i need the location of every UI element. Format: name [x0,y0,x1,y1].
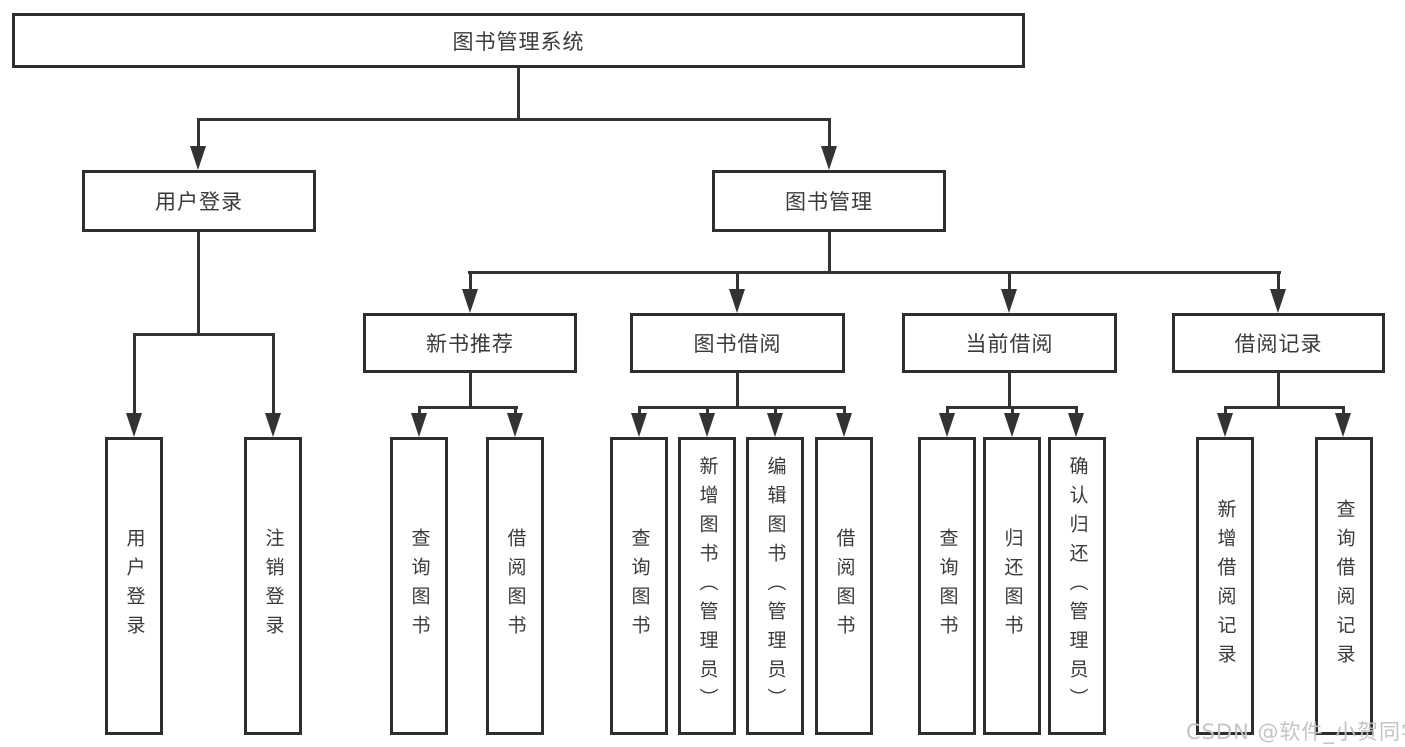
leaf-label: 查询借阅记录 [1333,499,1356,673]
node-library-management-system: 图书管理系统 [12,13,1025,68]
connector-line [736,271,739,293]
leaf-query-borrow-record: 查询借阅记录 [1315,437,1373,735]
connector-line [1224,406,1345,409]
arrowhead-icon [1068,413,1084,437]
connector-line [1008,271,1011,293]
leaf-label: 新增图书（管理员） [696,455,719,717]
leaf-label: 确认归还（管理员） [1066,455,1089,717]
node-label: 图书管理 [785,190,873,214]
leaf-label: 注销登录 [262,528,285,644]
connector-line [197,118,831,121]
connector-line [514,406,517,418]
leaf-label: 新增借阅记录 [1214,499,1237,673]
connector-line [1011,406,1014,418]
arrowhead-icon [939,413,955,437]
leaf-label: 归还图书 [1001,528,1024,644]
arrowhead-icon [1335,413,1351,437]
leaf-return-book: 归还图书 [983,437,1041,735]
connector-line [1277,271,1280,293]
node-user-login: 用户登录 [82,170,316,232]
connector-line [706,406,709,418]
arrowhead-icon [821,146,837,170]
node-label: 图书管理系统 [452,29,585,54]
connector-line [774,406,777,418]
leaf-add-borrow-record: 新增借阅记录 [1196,437,1254,735]
connector-line [1008,373,1011,409]
connector-line [469,271,472,293]
connector-line [1277,373,1280,409]
connector-line [638,406,846,409]
arrowhead-icon [265,413,281,437]
leaf-logout: 注销登录 [244,437,302,735]
leaf-label: 编辑图书（管理员） [764,455,787,717]
connector-line [828,118,831,150]
node-label: 新书推荐 [426,332,514,356]
arrowhead-icon [836,413,852,437]
leaf-query-books-borrow: 查询图书 [610,437,668,735]
arrowhead-icon [462,289,478,313]
arrowhead-icon [190,146,206,170]
connector-line [1224,406,1227,418]
connector-line [517,68,520,121]
connector-line [638,406,641,418]
leaf-label: 查询图书 [408,528,431,644]
leaf-label: 查询图书 [628,528,651,644]
watermark: CSDN @软件_小贺同学 [1186,720,1405,744]
connector-line [133,333,136,415]
node-book-borrowing: 图书借阅 [630,313,845,373]
node-book-management: 图书管理 [712,170,946,232]
connector-line [843,406,846,418]
connector-line [469,373,472,409]
arrowhead-icon [507,413,523,437]
connector-line [418,406,421,418]
node-current-borrowing: 当前借阅 [902,313,1117,373]
connector-line [197,118,200,150]
arrowhead-icon [1004,413,1020,437]
leaf-query-books-recommend: 查询图书 [390,437,448,735]
arrowhead-icon [631,413,647,437]
leaf-add-book-admin: 新增图书（管理员） [678,437,736,735]
leaf-borrow-books-recommend: 借阅图书 [486,437,544,735]
connector-line [828,232,831,274]
node-label: 当前借阅 [965,332,1054,356]
connector-line [468,271,1281,274]
arrowhead-icon [1270,289,1286,313]
arrowhead-icon [1217,413,1233,437]
arrowhead-icon [126,413,142,437]
connector-line [197,232,200,336]
connector-line [736,373,739,409]
leaf-label: 查询图书 [936,528,959,644]
node-label: 借阅记录 [1234,332,1323,356]
arrowhead-icon [699,413,715,437]
leaf-label: 用户登录 [123,528,146,644]
leaf-user-login: 用户登录 [105,437,163,735]
connector-line [1342,406,1345,418]
connector-line [418,406,518,409]
arrowhead-icon [1001,289,1017,313]
node-borrowing-records: 借阅记录 [1172,313,1385,373]
node-label: 用户登录 [155,190,243,214]
leaf-borrow-books-borrow: 借阅图书 [815,437,873,735]
connector-line [133,333,275,336]
connector-line [272,333,275,415]
arrowhead-icon [767,413,783,437]
leaf-edit-book-admin: 编辑图书（管理员） [746,437,804,735]
leaf-confirm-return-admin: 确认归还（管理员） [1048,437,1106,735]
node-label: 图书借阅 [693,332,782,356]
connector-line [1075,406,1078,418]
leaf-query-books-current: 查询图书 [918,437,976,735]
arrowhead-icon [411,413,427,437]
leaf-label: 借阅图书 [504,528,527,644]
connector-line [946,406,949,418]
leaf-label: 借阅图书 [833,528,856,644]
node-new-book-recommendation: 新书推荐 [363,313,577,373]
arrowhead-icon [729,289,745,313]
